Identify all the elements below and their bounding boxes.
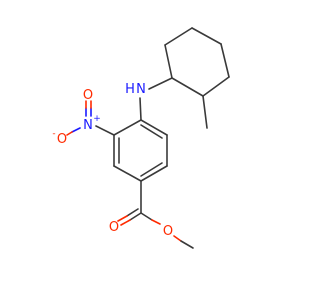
amine-cyclohexyl-bond bbox=[148, 77, 173, 90]
nitro-o-left-charge: - bbox=[52, 129, 55, 139]
nitro-aryl-bond bbox=[95, 125, 115, 136]
carbonyl-o-label: O bbox=[109, 220, 119, 235]
ester-single-bond bbox=[140, 212, 161, 225]
nitro-double-bond bbox=[85, 100, 92, 117]
carbonyl-double-bond bbox=[117, 208, 142, 226]
nitro-single-bond bbox=[66, 127, 81, 136]
cyclohexane-ring bbox=[164, 27, 230, 97]
amine-h-label: H bbox=[125, 82, 135, 97]
methyl-bond bbox=[202, 95, 208, 129]
structure-canvas: H N N + O O - O O bbox=[52, 27, 230, 249]
nitro-n-charge: + bbox=[93, 114, 101, 124]
nitro-o-left-label: O bbox=[57, 132, 67, 147]
nitro-n-label: N bbox=[83, 118, 93, 133]
amine-n-label: N bbox=[136, 82, 146, 97]
amine-aryl-bond bbox=[139, 97, 142, 121]
nitro-o-top-label: O bbox=[83, 88, 93, 103]
ether-o-label: O bbox=[163, 224, 173, 239]
molecule-diagram: H N N + O O - O O bbox=[52, 27, 230, 249]
methoxy-bond bbox=[173, 235, 194, 249]
benzene-ring bbox=[113, 119, 168, 182]
